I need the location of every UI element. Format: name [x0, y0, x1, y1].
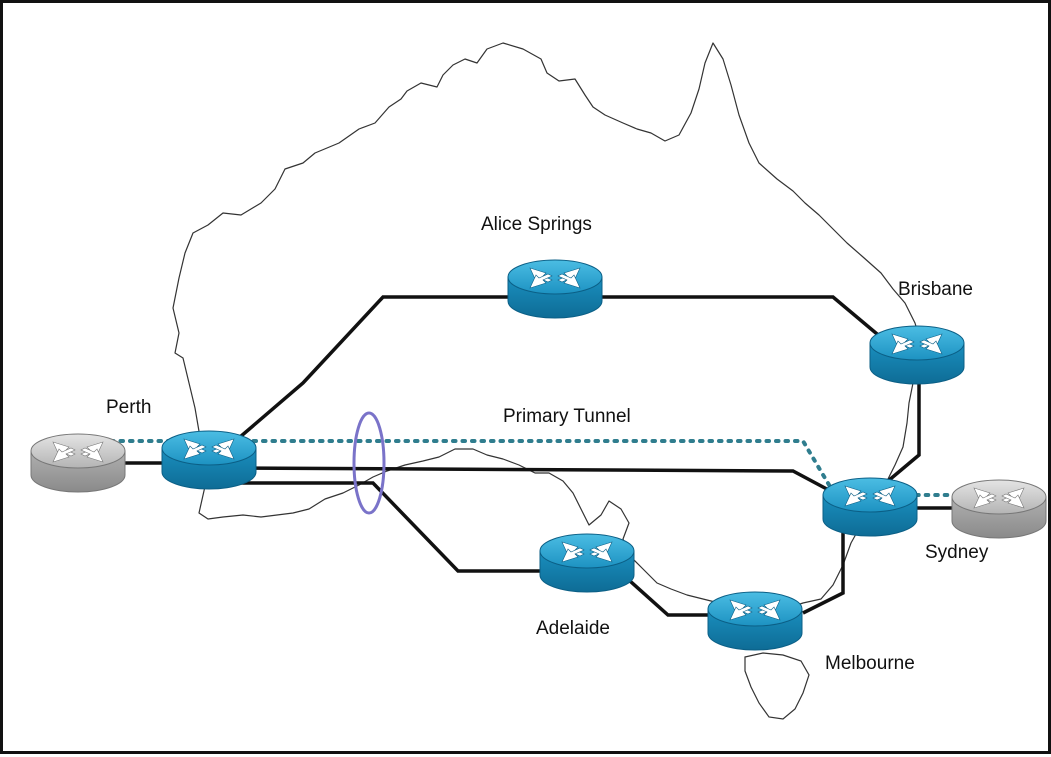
router-sydney [822, 477, 918, 537]
label-perth: Perth [106, 397, 151, 418]
router-icon [161, 430, 257, 490]
tasmania-coastline [744, 652, 810, 720]
router-icon [30, 433, 126, 493]
router-icon [539, 533, 635, 593]
link-perth-adelaide [233, 481, 563, 573]
label-primary-tunnel: Primary Tunnel [503, 406, 631, 427]
router-melbourne [707, 591, 803, 651]
router-icon [951, 479, 1047, 539]
label-sydney: Sydney [925, 542, 989, 563]
failure-ellipse [352, 411, 386, 515]
router-icon [869, 325, 965, 385]
label-adelaide: Adelaide [536, 618, 610, 639]
link-adelaide-melbourne [619, 571, 711, 617]
router-alice-springs [507, 259, 603, 319]
link-melbourne-sydney [802, 533, 845, 615]
link-brisbane-sydney [886, 381, 921, 483]
router-brisbane [869, 325, 965, 385]
label-melbourne: Melbourne [825, 653, 915, 674]
router-icon [822, 477, 918, 537]
router-icon [707, 591, 803, 651]
edge-router-left [30, 433, 126, 493]
router-icon [507, 259, 603, 319]
label-brisbane: Brisbane [898, 279, 973, 300]
edge-router-right [951, 479, 1047, 539]
network-diagram: Perth Alice Springs Brisbane Primary Tun… [30, 42, 1047, 720]
router-perth [161, 430, 257, 490]
router-adelaide [539, 533, 635, 593]
label-alice-springs: Alice Springs [481, 214, 592, 235]
australia-coastline [172, 42, 922, 616]
link-perth-alice-brisbane [231, 295, 885, 445]
